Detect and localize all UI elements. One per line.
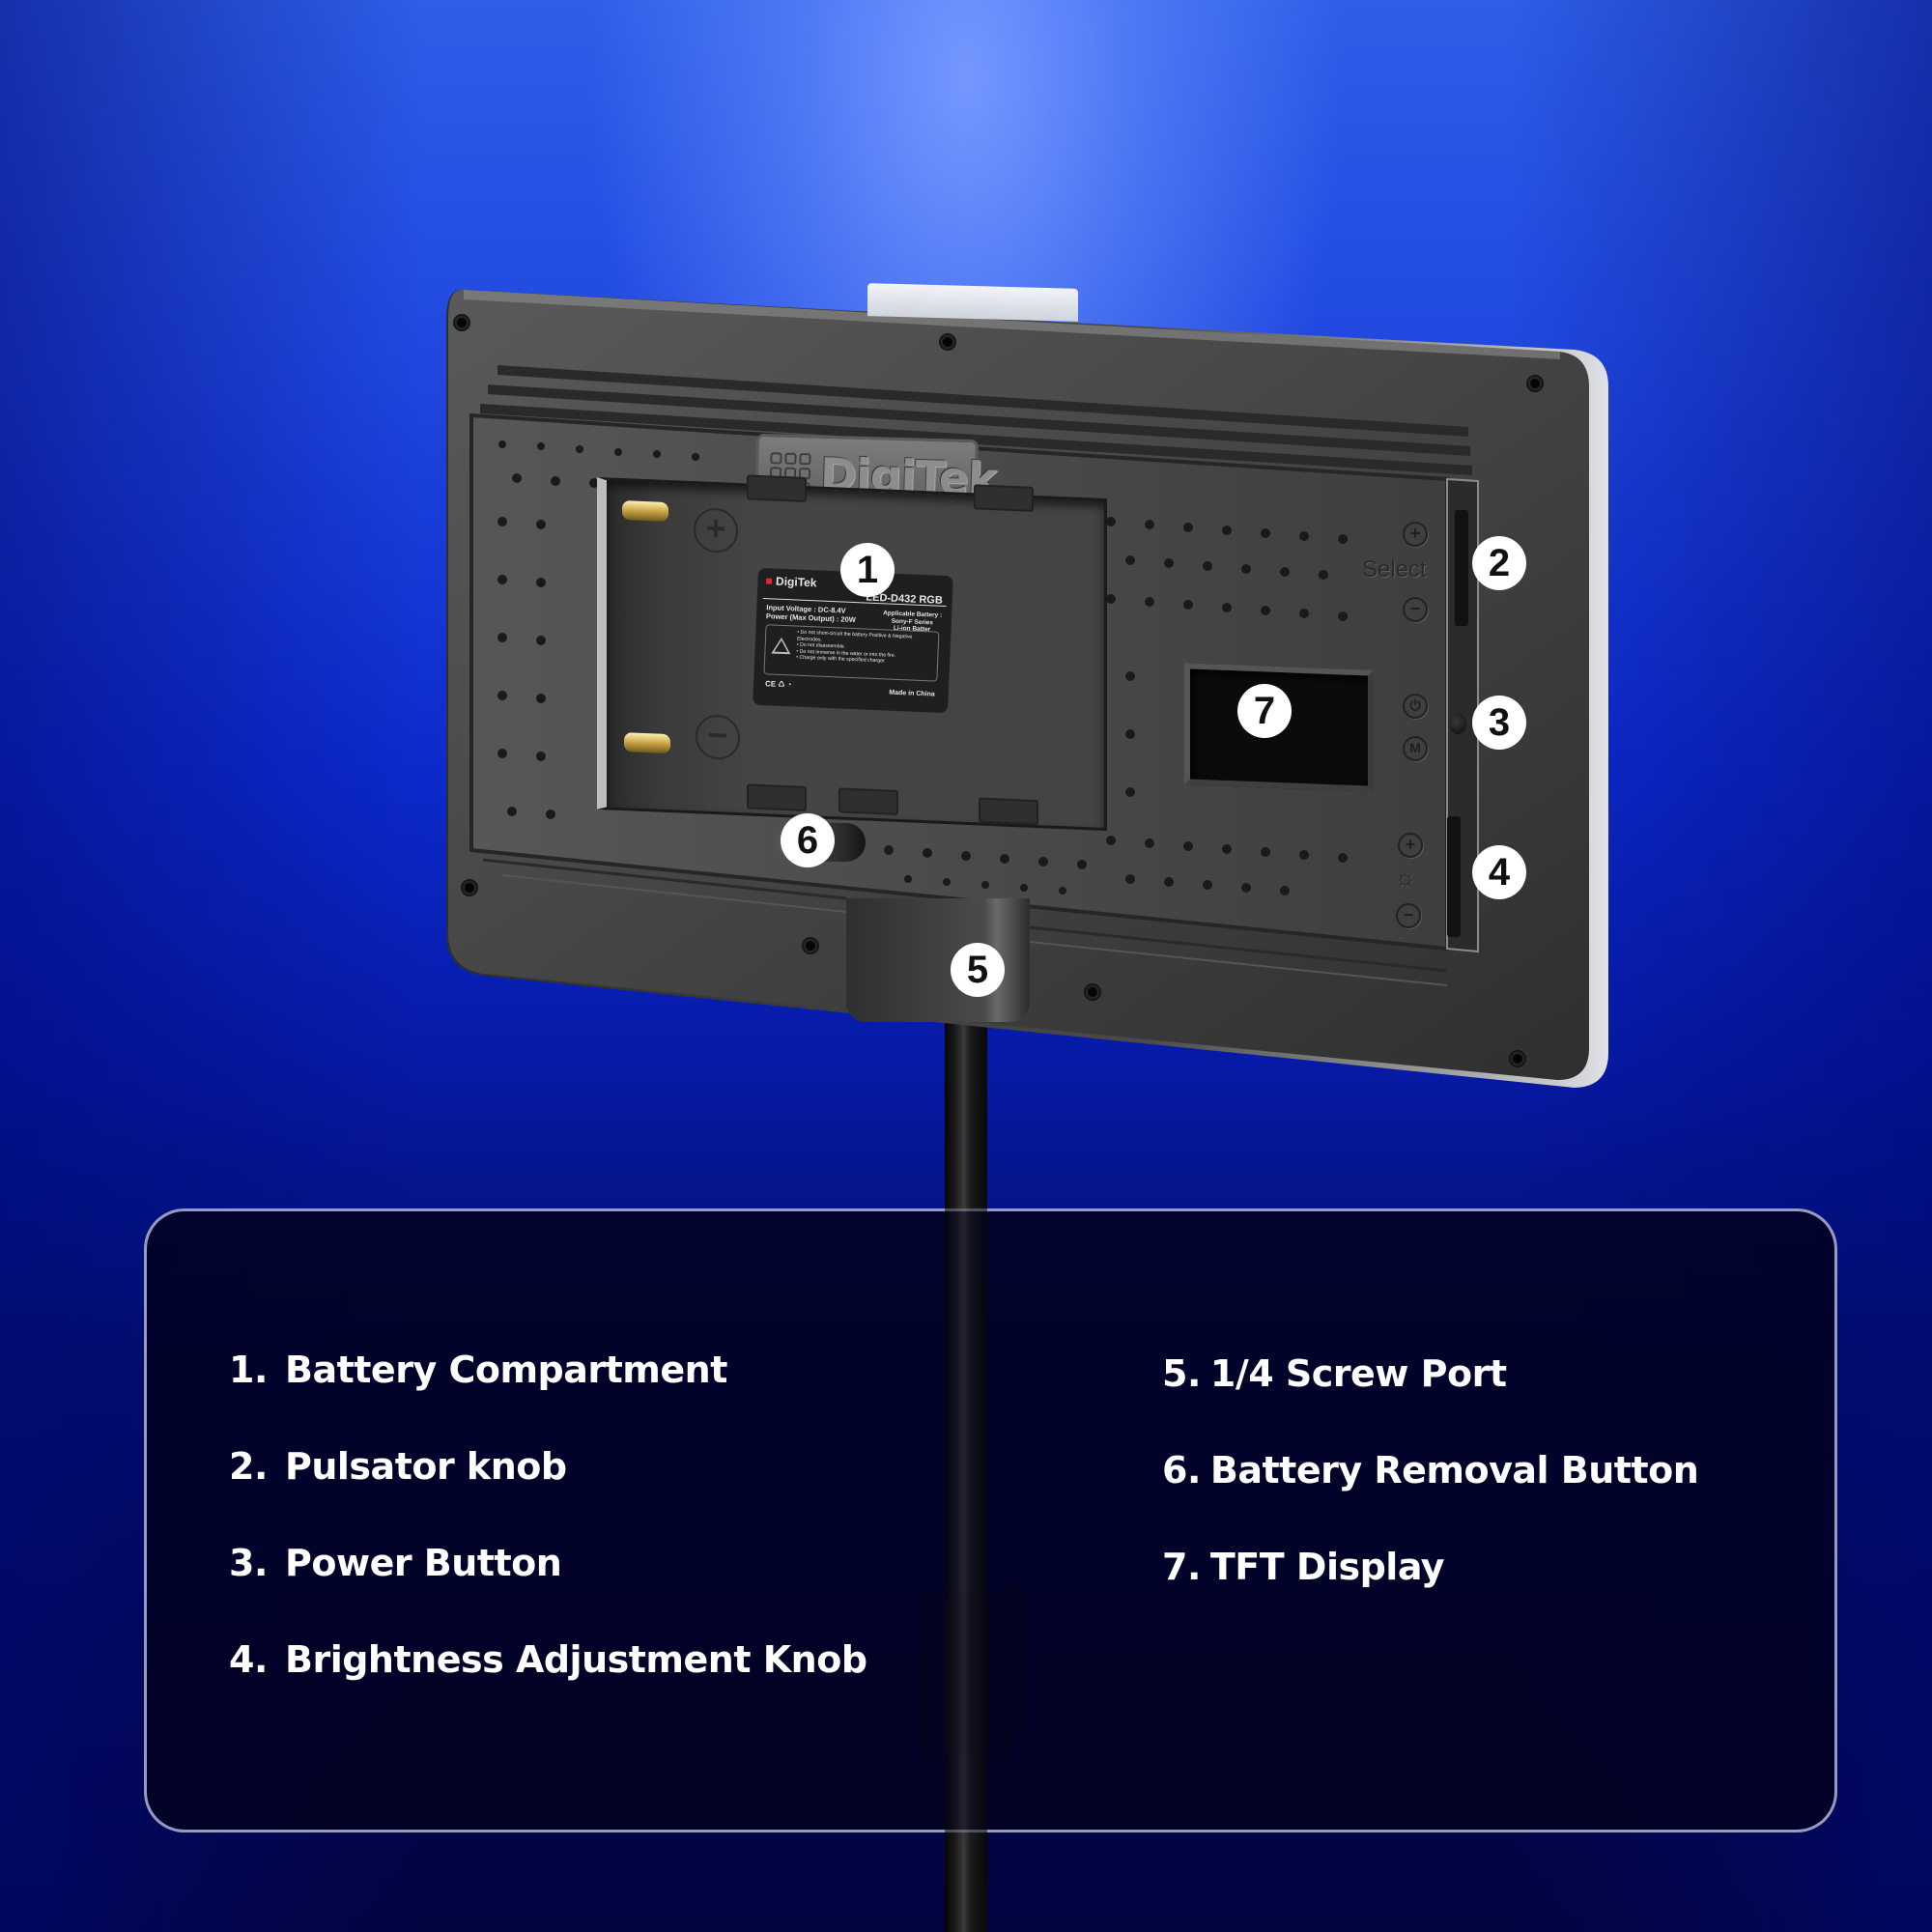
callout-4: 4 xyxy=(1472,845,1526,899)
label-warnings: • Do not short-circuit the battery Posit… xyxy=(763,624,940,682)
minus-icon: − xyxy=(696,714,740,761)
legend-item-2: 2.Pulsator knob xyxy=(229,1445,567,1488)
label-specs: Input Voltage : DC-8.4V Power (Max Outpu… xyxy=(765,603,857,625)
callout-3: 3 xyxy=(1472,696,1526,750)
power-symbol-icon: ⏻ xyxy=(1403,694,1428,719)
legend-item-1: 1.Battery Compartment xyxy=(229,1349,727,1391)
brightness-plus-icon: + xyxy=(1398,833,1423,858)
warning-triangle-icon xyxy=(771,637,792,655)
callout-6: 6 xyxy=(781,813,835,867)
corner-screw xyxy=(1509,1050,1526,1067)
legend-item-7: 7.TFT Display xyxy=(1162,1546,1445,1588)
led-panel-back: DigiTek + − ■ DigiTek LED-D432 RGB Input… xyxy=(0,0,1932,1159)
brightness-sun-icon: ☼ xyxy=(1394,863,1417,892)
corner-screw xyxy=(461,879,478,896)
battery-latch xyxy=(747,474,807,503)
brightness-knob[interactable] xyxy=(1447,816,1461,937)
legend-item-4: 4.Brightness Adjustment Knob xyxy=(229,1638,867,1681)
legend-item-3: 3.Power Button xyxy=(229,1542,562,1584)
brightness-minus-icon: − xyxy=(1396,903,1421,928)
legend-item-6: 6.Battery Removal Button xyxy=(1162,1449,1699,1492)
certification-icons: CE ♺ ◔ xyxy=(764,679,792,690)
pulsator-knob[interactable] xyxy=(1455,510,1468,626)
top-screw xyxy=(939,333,956,351)
battery-latch xyxy=(979,797,1038,826)
select-minus-icon: − xyxy=(1403,597,1428,622)
legend-item-5: 5.1/4 Screw Port xyxy=(1162,1352,1507,1395)
vent-holes xyxy=(497,440,1348,895)
bottom-screw xyxy=(802,937,819,954)
battery-latch xyxy=(974,484,1034,512)
corner-screw xyxy=(453,314,470,331)
bottom-screw xyxy=(1084,983,1101,1001)
plus-icon: + xyxy=(694,507,738,554)
power-button[interactable] xyxy=(1449,713,1466,734)
battery-latch xyxy=(838,787,898,816)
light-stand-pole-through-panel xyxy=(945,1208,987,1833)
corner-screw xyxy=(1526,375,1544,392)
callout-2: 2 xyxy=(1472,536,1526,590)
legend-panel xyxy=(144,1208,1837,1833)
select-plus-icon: + xyxy=(1403,522,1428,547)
cold-shoe-clip xyxy=(867,283,1078,322)
select-label: Select xyxy=(1362,556,1427,582)
battery-contact-positive xyxy=(622,500,668,523)
battery-contact-negative xyxy=(624,732,670,754)
mode-symbol-icon: M xyxy=(1403,736,1428,761)
callout-1: 1 xyxy=(840,543,895,597)
callout-5: 5 xyxy=(951,943,1005,997)
label-made-in: Made in China xyxy=(889,689,935,698)
battery-latch xyxy=(747,783,807,812)
callout-7: 7 xyxy=(1237,684,1292,738)
